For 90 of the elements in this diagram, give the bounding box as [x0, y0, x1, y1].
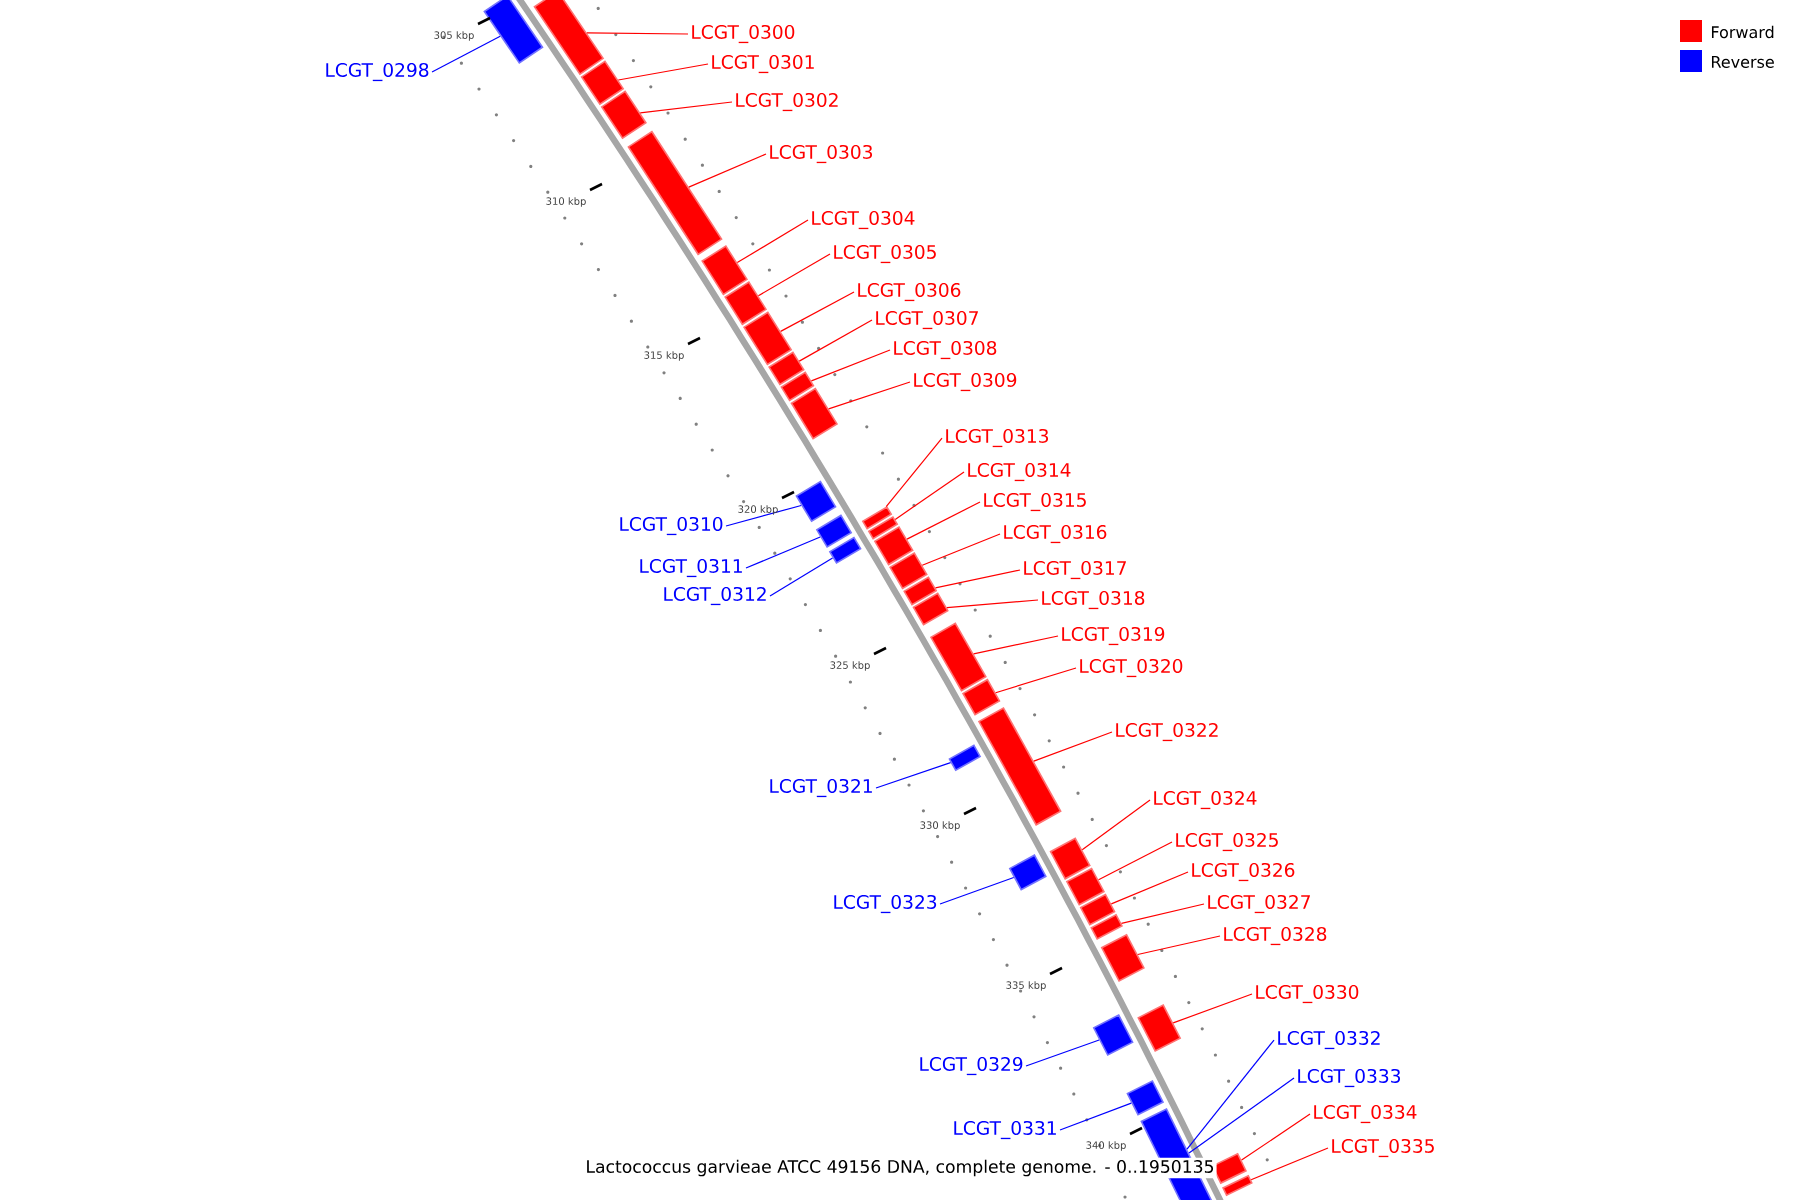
gene-block — [961, 678, 1001, 716]
gene-label: LCGT_0305 — [834, 244, 936, 264]
leader-line — [1172, 993, 1253, 1024]
gene-label: LCGT_0306 — [858, 282, 961, 302]
gene-block — [929, 622, 987, 692]
gene-label: LCGT_0320 — [1080, 658, 1183, 678]
gene-label: LCGT_0315 — [984, 492, 1086, 512]
gene-label: LCGT_0323 — [834, 894, 937, 914]
gene-block — [627, 130, 723, 256]
legend-label: Forward — [1712, 25, 1774, 39]
leader-line — [939, 876, 1015, 905]
leader-line — [1097, 841, 1173, 881]
leader-line — [828, 381, 911, 410]
leader-line — [780, 291, 855, 332]
gene-label: LCGT_0316 — [1004, 524, 1107, 544]
leader-line — [745, 536, 821, 569]
leader-line — [995, 667, 1077, 694]
gene-block — [1090, 913, 1123, 940]
gene-label: LCGT_0298 — [326, 62, 429, 82]
gene-label: LCGT_0322 — [1116, 722, 1218, 742]
leader-line — [586, 32, 689, 35]
gene-block — [1008, 854, 1047, 891]
leader-line — [875, 762, 952, 789]
gene-label: LCGT_0314 — [968, 462, 1071, 482]
gene-label: LCGT_0335 — [1332, 1138, 1434, 1158]
gene-label: LCGT_0333 — [1298, 1068, 1401, 1088]
gene-label: LCGT_0308 — [894, 340, 997, 360]
leader-line — [906, 501, 981, 540]
gene-label: LCGT_0329 — [920, 1056, 1023, 1076]
gene-label: LCGT_0302 — [736, 92, 838, 112]
leader-line — [1025, 1039, 1100, 1067]
gene-label: LCGT_0326 — [1192, 862, 1295, 882]
gene-label: LCGT_0312 — [664, 586, 766, 606]
leader-line — [921, 533, 1001, 566]
gene-block — [977, 706, 1062, 826]
leader-line — [946, 599, 1039, 609]
gene-label: LCGT_0324 — [1154, 790, 1257, 810]
leader-line — [769, 557, 834, 597]
gene-label: LCGT_0304 — [812, 210, 915, 230]
leader-line — [736, 219, 809, 264]
leader-line — [894, 471, 965, 520]
leader-line — [798, 319, 873, 362]
gene-block — [780, 371, 815, 402]
gene-label: LCGT_0303 — [770, 144, 872, 164]
gene-label: LCGT_0310 — [620, 516, 723, 536]
gene-label: LCGT_0328 — [1224, 926, 1327, 946]
gene-label: LCGT_0318 — [1042, 590, 1145, 610]
gene-block — [768, 351, 805, 386]
gene-label: LCGT_0327 — [1208, 894, 1310, 914]
leader-line — [1033, 731, 1113, 762]
leader-line — [688, 153, 767, 188]
gene-label: LCGT_0330 — [1256, 984, 1359, 1004]
gene-label: LCGT_0317 — [1024, 560, 1126, 580]
gene-label: LCGT_0321 — [770, 778, 872, 798]
gene-label: LCGT_0309 — [914, 372, 1017, 392]
gene-label: LCGT_0331 — [954, 1120, 1056, 1140]
gene-block — [912, 592, 949, 626]
legend-label: Reverse — [1712, 56, 1774, 68]
gene-label: LCGT_0301 — [712, 54, 814, 74]
gene-block — [889, 552, 928, 590]
leader-line — [1188, 1077, 1295, 1154]
leader-line — [431, 35, 501, 73]
gene-label: LCGT_0300 — [692, 24, 795, 44]
gene-label: LCGT_0311 — [640, 558, 742, 578]
leader-line — [757, 253, 831, 297]
leader-line — [1110, 871, 1189, 905]
leader-line — [885, 437, 943, 508]
leader-line — [1241, 1113, 1311, 1161]
leader-line — [1186, 1039, 1275, 1150]
leader-line — [810, 349, 891, 382]
leader-line — [973, 635, 1059, 655]
gene-label: LCGT_0313 — [946, 428, 1048, 448]
gene-label: LCGT_0319 — [1062, 626, 1165, 646]
caption: Lactococcus garvieae ATCC 49156 DNA, complete genome. - 0..1950135 — [583, 1157, 1217, 1179]
leader-line — [1137, 935, 1221, 956]
gene-block — [1049, 837, 1091, 880]
gene-label: LCGT_0332 — [1278, 1030, 1380, 1050]
gene-label: LCGT_0334 — [1314, 1104, 1417, 1124]
leader-line — [639, 101, 733, 114]
leader-line — [1059, 1102, 1132, 1131]
leader-line — [934, 569, 1021, 589]
leader-line — [1250, 1147, 1329, 1181]
leader-line — [1120, 903, 1205, 924]
leader-line — [725, 504, 802, 527]
leader-line — [1081, 799, 1151, 851]
leader-line — [617, 63, 709, 81]
gene-block — [1065, 867, 1105, 906]
gene-block — [1079, 893, 1116, 926]
gene-label: LCGT_0307 — [876, 310, 978, 330]
gene-label: LCGT_0325 — [1176, 832, 1278, 852]
